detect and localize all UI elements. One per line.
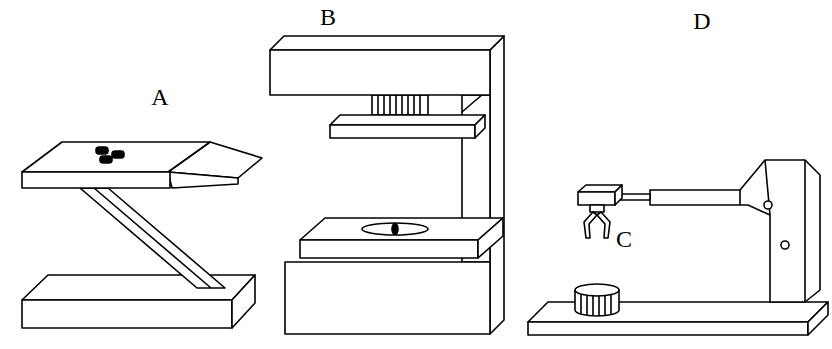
feeder-tray-part [22, 172, 170, 188]
press-table-part [478, 218, 503, 258]
robot-gripper-part [590, 205, 604, 212]
feeder-stand-part [80, 188, 225, 288]
press-die-part [475, 115, 485, 138]
press-table-part [392, 224, 398, 235]
press-table-part [300, 240, 478, 258]
feeder-stand-part [22, 300, 232, 328]
workpiece-cylinder-part [581, 295, 611, 316]
robot-gripper-part [584, 212, 597, 238]
press-head-part [270, 50, 490, 95]
press-die-part [330, 115, 485, 125]
robot-gripper-part [615, 185, 622, 205]
robot-base-part [808, 302, 828, 335]
robot-gripper-part [578, 192, 615, 205]
press-head [270, 36, 504, 95]
press-die [330, 115, 485, 138]
robot-arm-part [740, 160, 805, 302]
robot-gripper-part [597, 212, 610, 238]
feeder-tray [22, 142, 262, 188]
press-punch-part [372, 95, 428, 115]
robot-arm [615, 160, 820, 302]
workpiece-cylinder [575, 284, 619, 316]
press-head-part [270, 36, 504, 50]
part-label: C [616, 226, 632, 252]
feeder-stand-part [232, 275, 255, 328]
part-label: D [693, 8, 710, 34]
feeder-stand-part [94, 188, 211, 288]
press-frame-part [285, 262, 490, 334]
robot-gripper [578, 185, 622, 238]
part-label: B [320, 4, 336, 30]
feeder-stand [22, 188, 255, 328]
robot-arm-part [650, 160, 820, 302]
feeder-tray-part [168, 172, 238, 188]
press-die-part [330, 125, 475, 138]
press-punch [372, 95, 428, 115]
press-table [300, 218, 503, 258]
workpiece-cylinder-part [575, 284, 619, 296]
press-table-part [300, 218, 503, 240]
press-frame-part [490, 36, 504, 334]
feeder-tray-part [96, 147, 108, 154]
feeder-tray-part [100, 156, 112, 163]
robot-base-part [528, 302, 828, 322]
feeder-tray-part [22, 142, 210, 172]
part-label: A [151, 84, 168, 110]
robot-base-part [528, 322, 808, 335]
robot-base [528, 302, 828, 335]
robot-arm-part [781, 241, 789, 249]
press-punch-part [378, 95, 420, 115]
press-table-part [362, 223, 428, 235]
feeder-tray-part [112, 151, 124, 158]
robot-arm-part [764, 201, 772, 209]
